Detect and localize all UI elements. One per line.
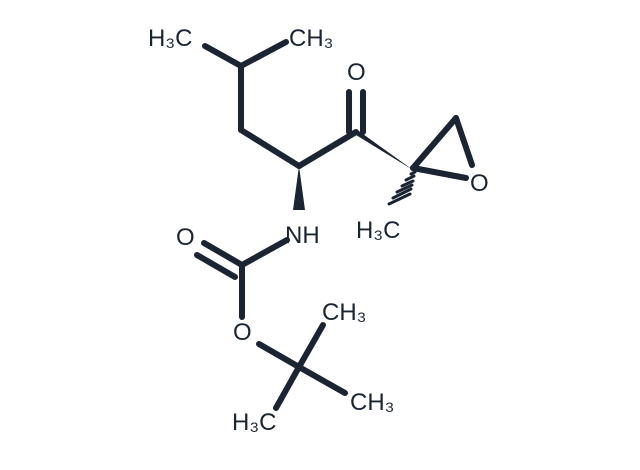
bond-carbamate-double-2	[194, 252, 238, 280]
bond-ch3-right	[238, 39, 289, 69]
bond-ch3-left	[202, 43, 244, 69]
bond-o-tbu	[256, 341, 302, 370]
bond-epoxide-c-o	[410, 165, 469, 181]
bond-ch2-alpha	[238, 127, 302, 169]
label-ester-oxygen: O	[233, 319, 252, 346]
wedge-bond-carbonyl-epoxide	[356, 129, 413, 170]
bond-epoxide-c-ch2	[410, 115, 459, 171]
bond-epoxide-ch2-o	[453, 115, 475, 168]
bond-tbu-top	[296, 322, 326, 370]
label-epoxide-methyl: H₃C	[356, 217, 400, 244]
label-epoxide-oxygen: O	[470, 170, 489, 197]
bond-alpha-carbonyl	[296, 129, 359, 169]
label-nh: NH	[285, 222, 320, 249]
bond-tbu-bottom	[273, 364, 302, 411]
label-tbu-ch3-bottom: H₃C	[232, 409, 276, 436]
bond-carbamate-double-1	[201, 240, 245, 268]
label-ch3-top-left: H₃C	[148, 25, 192, 52]
bond-nh-carbamate	[239, 237, 290, 268]
bond-tbu-right	[296, 364, 348, 396]
label-ch3-top-right: CH₃	[289, 25, 333, 52]
label-carbamate-oxygen: O	[176, 224, 195, 251]
label-tbu-ch3-right: CH₃	[350, 389, 394, 416]
wedge-bond-alpha-nh	[293, 166, 305, 210]
label-tbu-ch3-top: CH₃	[322, 299, 366, 326]
label-ketone-oxygen: O	[347, 59, 366, 86]
hash-bond-epoxide-methyl	[387, 170, 417, 206]
